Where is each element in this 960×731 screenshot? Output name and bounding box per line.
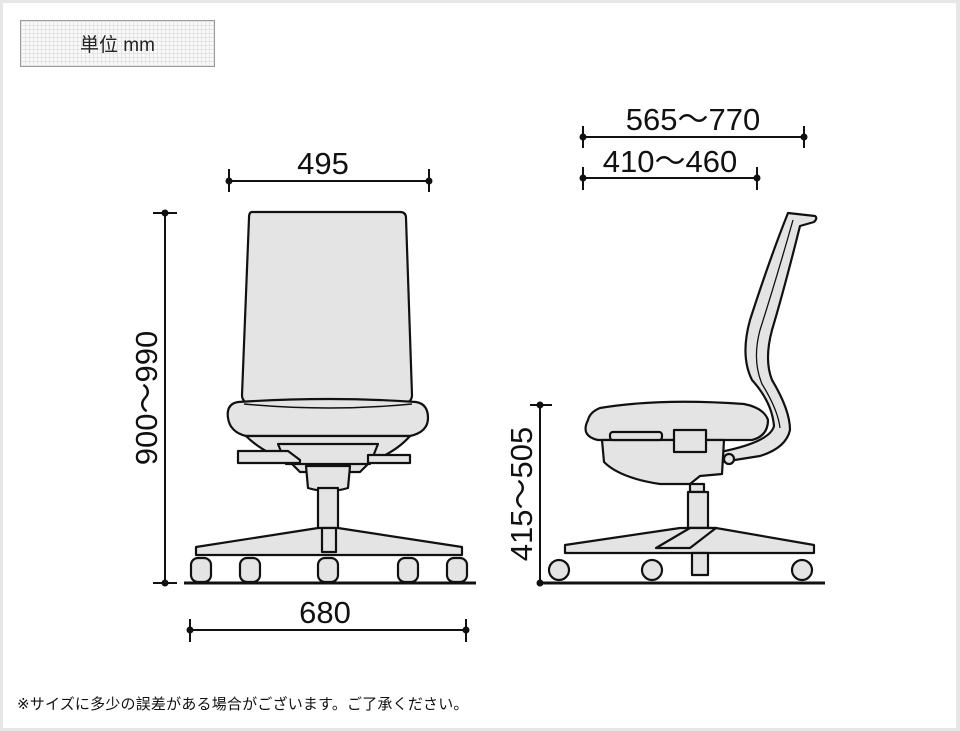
dimension-lines — [153, 126, 808, 642]
unit-label: 単位 mm — [80, 35, 155, 56]
dim-seat-depth: 410〜460 — [603, 144, 737, 179]
front-view-chair — [189, 210, 469, 584]
dim-base-width: 680 — [299, 595, 351, 630]
unit-label-box: 単位 mm — [20, 20, 215, 67]
tolerance-note: ※サイズに多少の誤差がある場合がございます。ご了承ください。 — [17, 696, 469, 713]
side-view-chair — [547, 211, 818, 582]
front-casters — [189, 556, 469, 584]
side-casters — [547, 558, 814, 582]
dim-front-width: 495 — [297, 146, 349, 181]
dim-total-height: 900〜990 — [129, 331, 164, 465]
dim-overall-depth: 565〜770 — [626, 102, 760, 137]
drawing-frame — [3, 3, 956, 728]
dim-seat-height: 415〜505 — [504, 427, 539, 561]
